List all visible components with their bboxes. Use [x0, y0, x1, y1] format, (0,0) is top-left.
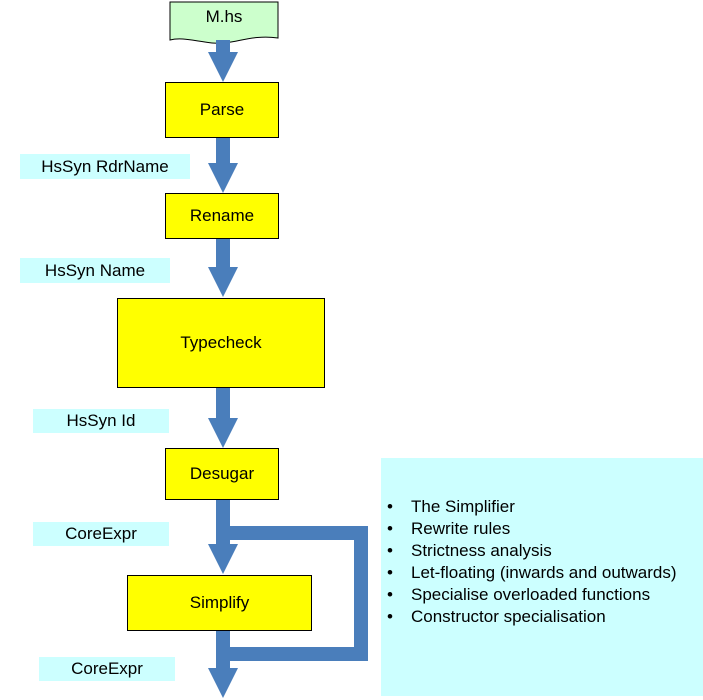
- bullet-icon: •: [387, 519, 393, 538]
- bullet-icon: •: [387, 541, 393, 560]
- stage-parse: Parse: [165, 82, 279, 138]
- list-item: •Specialise overloaded functions: [387, 585, 651, 604]
- stage-simplify: Simplify: [127, 575, 312, 631]
- pipeline-arrows: [208, 40, 368, 698]
- arrow-file-to-parse: [208, 40, 238, 82]
- simplifier-loop: [230, 526, 368, 661]
- type-label-after-rename: HsSyn Name: [20, 258, 170, 283]
- type-label-after-typecheck: HsSyn Id: [33, 409, 169, 433]
- stage-typecheck: Typecheck: [117, 298, 325, 388]
- bullet-icon: •: [387, 497, 393, 516]
- list-item: •Let-floating (inwards and outwards): [387, 563, 677, 582]
- bullet-icon: •: [387, 607, 393, 626]
- list-item: •Strictness analysis: [387, 541, 552, 560]
- arrow-simplify-out: [208, 630, 238, 698]
- bullet-icon: •: [387, 563, 393, 582]
- type-label-after-simplify: CoreExpr: [39, 657, 175, 681]
- list-item: •Rewrite rules: [387, 519, 511, 538]
- simplifier-notes-list: •The Simplifier •Rewrite rules •Strictne…: [381, 496, 696, 628]
- arrow-desugar-to-simplify: [208, 500, 238, 574]
- arrow-parse-to-rename: [208, 138, 238, 193]
- input-file-label: M.hs: [205, 7, 243, 26]
- stage-rename: Rename: [165, 193, 279, 239]
- input-file-shape: [169, 1, 279, 44]
- bullet-icon: •: [387, 585, 393, 604]
- stage-desugar: Desugar: [165, 448, 279, 500]
- type-label-after-desugar: CoreExpr: [33, 522, 169, 546]
- list-item: •The Simplifier: [387, 497, 515, 516]
- arrow-typecheck-to-desugar: [208, 388, 238, 448]
- simplifier-notes-box: •The Simplifier •Rewrite rules •Strictne…: [381, 458, 703, 696]
- list-item: •Constructor specialisation: [387, 607, 606, 626]
- arrow-rename-to-typecheck: [208, 239, 238, 297]
- type-label-after-parse: HsSyn RdrName: [20, 154, 190, 179]
